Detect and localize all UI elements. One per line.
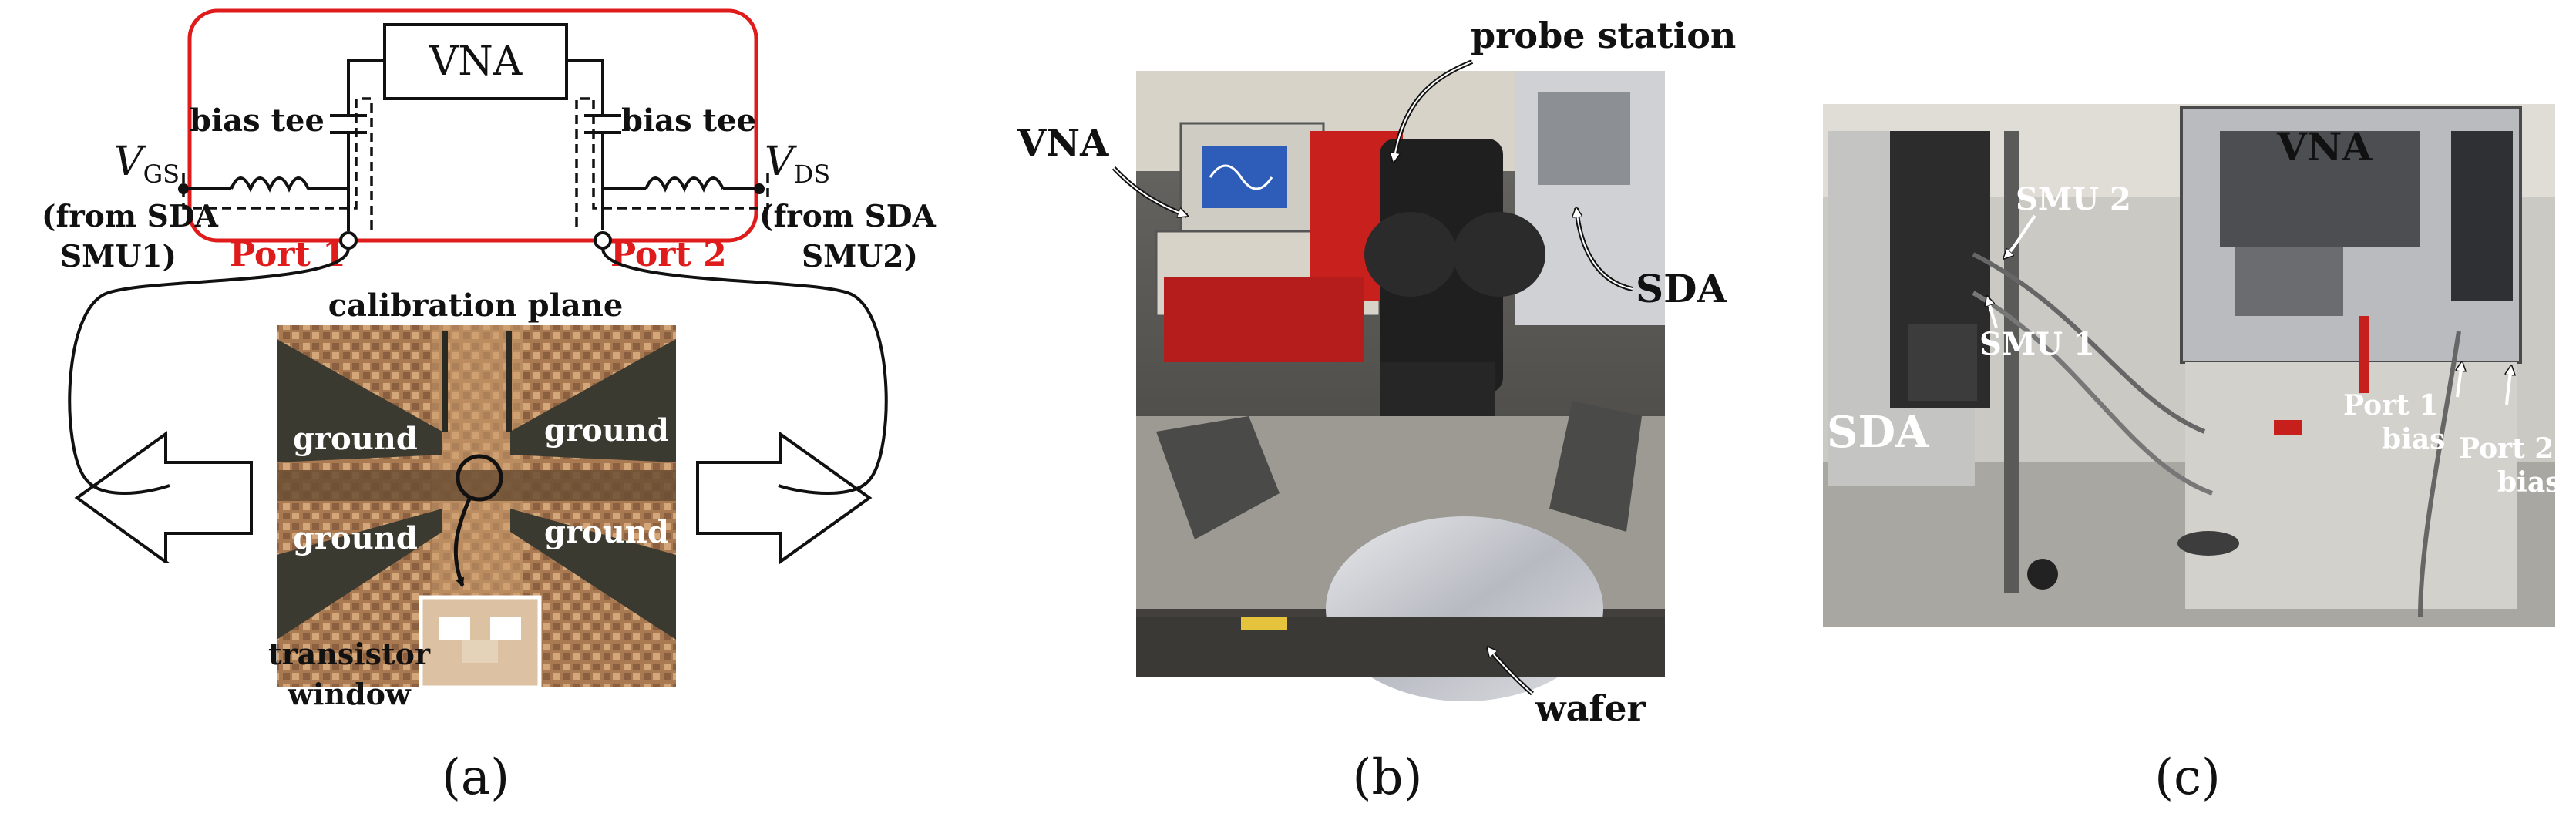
vgs-source-line-1: (from SDA bbox=[42, 199, 219, 234]
vna-photo-c-label: VNA bbox=[2276, 124, 2373, 170]
vgs-source-line-2: SMU1) bbox=[60, 239, 177, 274]
right-bias-tee-outline bbox=[575, 97, 769, 230]
vds-source-line-1: (from SDA bbox=[759, 199, 937, 234]
port2-bias-line-2: bias bbox=[2497, 466, 2561, 499]
port2-terminal bbox=[594, 231, 612, 250]
vgs-terminal bbox=[178, 183, 189, 194]
right-inductor bbox=[644, 176, 725, 193]
probe-station-label: probe station bbox=[1471, 15, 1736, 56]
calibration-plane-label: calibration plane bbox=[328, 287, 624, 324]
caption-a: (a) bbox=[442, 749, 509, 806]
panel-a: VNA bias tee bias tee VGS VDS (from SDA … bbox=[42, 8, 937, 806]
left-probe-arrow bbox=[74, 431, 253, 563]
port1-bias-line-1: Port 1 bbox=[2343, 389, 2438, 422]
port2-label: Port 2 bbox=[610, 235, 727, 274]
left-bias-tee-outline bbox=[182, 97, 373, 230]
port1-bias-line-2: bias bbox=[2382, 423, 2445, 455]
sda-photo-c-label: SDA bbox=[1827, 407, 1930, 458]
transistor-label-2: window bbox=[287, 677, 412, 711]
vna-label: VNA bbox=[429, 39, 523, 85]
sda-vna-photo bbox=[1823, 104, 2555, 627]
right-bias-tee-label: bias tee bbox=[621, 102, 756, 139]
ground-top-right: ground bbox=[544, 412, 669, 449]
chip-micrograph bbox=[277, 325, 676, 690]
vds-source-line-2: SMU2) bbox=[802, 239, 918, 274]
vna-enclosure bbox=[187, 8, 758, 243]
wafer-label: wafer bbox=[1535, 687, 1646, 729]
smu2-label: SMU 2 bbox=[2016, 181, 2131, 217]
left-bias-tee-label: bias tee bbox=[190, 102, 325, 139]
panel-c: VNA SMU 2 SMU 1 SDA Port 1 bias Port 2 b… bbox=[1823, 104, 2561, 806]
vds-terminal bbox=[754, 183, 765, 194]
right-signal-line bbox=[567, 59, 604, 230]
port2-bias-line-1: Port 2 bbox=[2459, 432, 2554, 465]
port1-label: Port 1 bbox=[230, 235, 346, 274]
port2-cable bbox=[601, 247, 888, 495]
panel-b: probe station VNA SDA wafer (b) bbox=[1017, 15, 1736, 806]
caption-c: (c) bbox=[2154, 749, 2221, 806]
probe-station-photo bbox=[1136, 71, 1665, 701]
vgs-label: VGS bbox=[114, 139, 180, 189]
sda-photo-label: SDA bbox=[1636, 266, 1727, 311]
ground-bottom-right: ground bbox=[544, 514, 669, 550]
transistor-label-1: transistor bbox=[268, 637, 431, 671]
left-inductor bbox=[230, 176, 310, 193]
vds-label: VDS bbox=[765, 139, 830, 189]
vna-photo-label: VNA bbox=[1017, 122, 1109, 165]
right-probe-arrow bbox=[696, 431, 873, 565]
ground-bottom-left: ground bbox=[293, 520, 418, 556]
ground-top-left: ground bbox=[293, 421, 418, 457]
port1-cable bbox=[68, 247, 350, 495]
smu1-label: SMU 1 bbox=[1979, 326, 2095, 362]
left-signal-line bbox=[347, 59, 385, 231]
caption-b: (b) bbox=[1353, 749, 1423, 806]
